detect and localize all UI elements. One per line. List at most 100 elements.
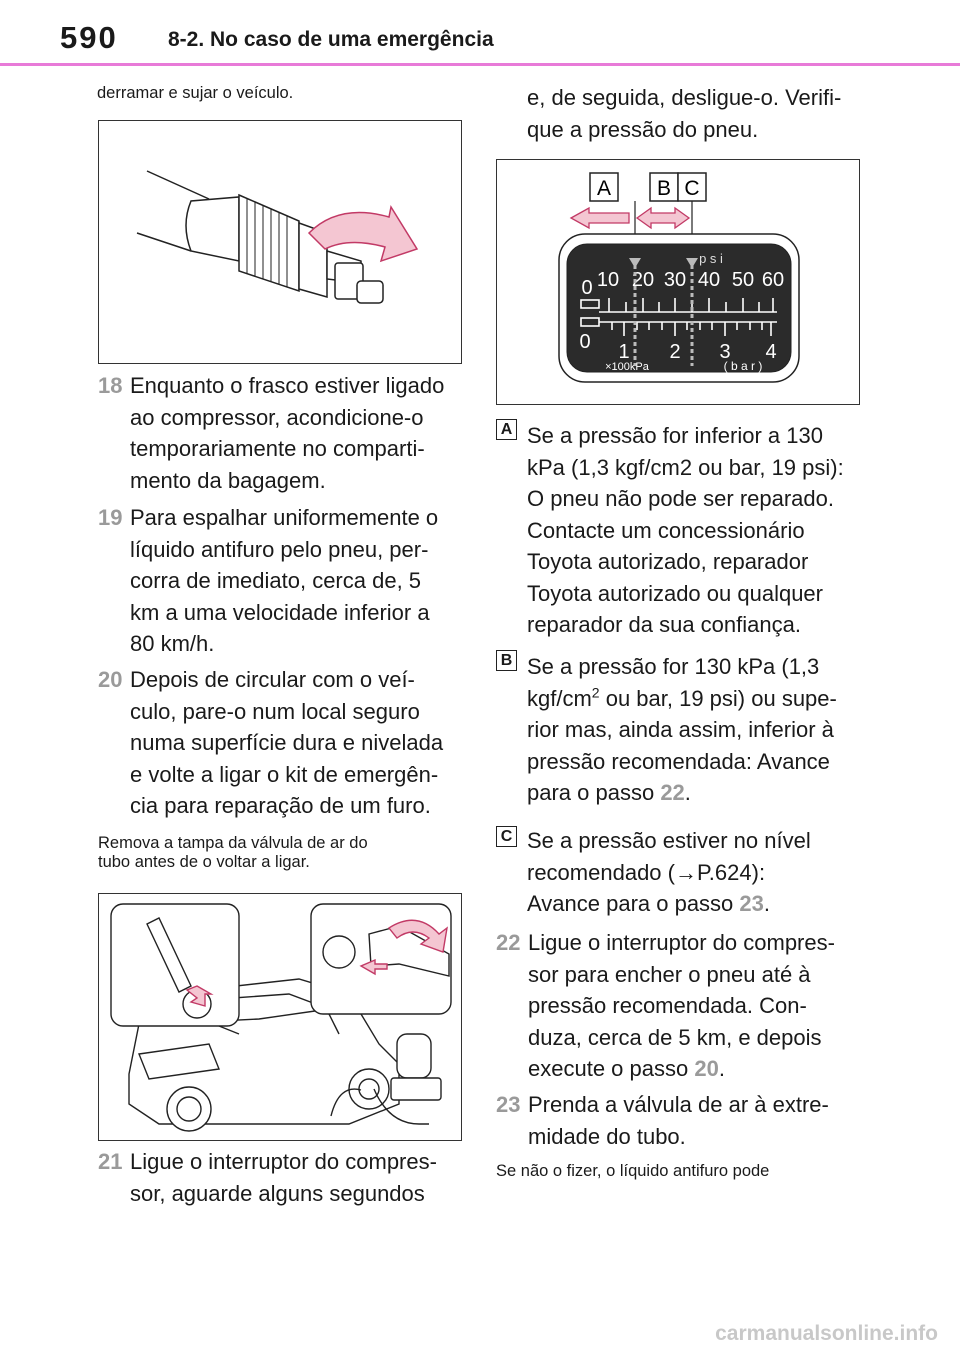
psi-tick: 10 (597, 269, 619, 291)
text-line: líquido antifuro pelo pneu, per- (130, 536, 429, 562)
text-line: Depois de circular com o veí- (130, 667, 415, 692)
gauge-label-b: B (657, 177, 671, 200)
text-line: kPa (1,3 kgf/cm2 ou bar, 19 psi): (527, 454, 844, 480)
item-c-text: Se a pressão estiver no nível recomendad… (527, 825, 887, 920)
rotation-arrow-icon (307, 204, 419, 263)
step-23: 23 Prenda a válvula de ar à extre- midad… (496, 1089, 876, 1155)
text-line: Toyota autorizado, reparador (527, 549, 809, 574)
turn-arrow-icon (387, 919, 448, 953)
hose-connector-illustration (136, 170, 419, 304)
text-line: midade do tubo. (528, 1123, 686, 1149)
step-18: 18 Enquanto o frasco estiver ligado ao c… (98, 370, 468, 498)
item-a-text: Se a pressão for inferior a 130 kPa (1,3… (527, 420, 887, 641)
text-line: ao compressor, acondicione-o (130, 404, 424, 430)
text-line: reparador da sua confiança. (527, 612, 801, 637)
text-line: sor para encher o pneu até à (528, 961, 811, 987)
label-b-badge: B (496, 650, 517, 671)
range-arrow-b-icon (635, 206, 691, 230)
text-line: Para espalhar uniformemente o (130, 505, 439, 530)
text-line: que a pressão do pneu. (527, 116, 759, 142)
text-line: duza, cerca de 5 km, e depois (528, 1024, 822, 1050)
note-remove-cap: Remova a tampa da válvula de ar do tubo … (98, 834, 468, 872)
text-line: temporariamente no comparti- (130, 436, 425, 461)
label-a-badge: A (496, 419, 517, 440)
text-line: pressão recomendada. Con- (528, 993, 807, 1018)
step-22: 22 Ligue o interruptor do compres- sor p… (496, 927, 876, 1087)
final-note: Se não o fizer, o líquido antifuro pode (496, 1162, 770, 1180)
label-c-badge: C (496, 826, 517, 847)
section-title: 8-2. No caso de uma emergência (168, 28, 494, 51)
step-reference-link[interactable]: 20 (694, 1056, 719, 1081)
step-reference-link[interactable]: 22 (660, 780, 685, 805)
step-reference-link[interactable]: 23 (739, 891, 764, 916)
step-number: 21 (98, 1149, 123, 1174)
range-arrow-a-icon (569, 206, 630, 230)
text-line: km a uma velocidade inferior a (130, 599, 430, 625)
insert-arrow-icon (185, 985, 214, 1007)
step-19: 19 Para espalhar uniformemente o líquido… (98, 502, 468, 660)
text-line: tubo antes de o voltar a ligar. (98, 853, 310, 871)
text-line: Se a pressão for inferior a 130 (527, 423, 823, 448)
text-line: mento da bagagem. (130, 467, 326, 493)
header-rule (0, 63, 960, 66)
psi-tick: 30 (664, 269, 686, 291)
text-line: O pneu não pode ser reparado. (527, 486, 835, 511)
step-number: 22 (496, 930, 521, 955)
text-line: sor, aguarde alguns segundos (130, 1180, 425, 1206)
text-line: e, de seguida, desligue-o. Verifi- (527, 85, 842, 110)
step-20: 20 Depois de circular com o veí- culo, p… (98, 664, 468, 822)
pressure-gauge-illustration: A B C p s i 0 10 20 30 40 50 60 0 1 2 3 … (558, 172, 800, 383)
psi-tick: 60 (762, 269, 784, 291)
text-line: pressão recomendada: Avance (527, 748, 830, 774)
text-line: Se a pressão estiver no nível (527, 828, 811, 853)
page-number: 590 (60, 20, 118, 55)
kpa-unit: ×100kPa (605, 361, 650, 373)
text-line: Contacte um concessionário (527, 517, 805, 543)
text-line: para o passo 22. (527, 780, 691, 805)
bar-tick: 3 (719, 341, 730, 363)
text-line: culo, pare-o num local seguro (130, 698, 420, 724)
figure-hose-connector (98, 120, 462, 364)
text-line: Prenda a válvula de ar à extre- (528, 1092, 829, 1117)
text-line: cia para reparação de um furo. (130, 793, 431, 818)
text-line: execute o passo 20. (528, 1056, 725, 1081)
text-line: Avance para o passo 23. (527, 891, 771, 916)
figure-pressure-gauge: A B C p s i 0 10 20 30 40 50 60 0 1 2 3 … (496, 159, 860, 405)
bar-tick: 1 (618, 341, 629, 363)
page-reference-link[interactable]: recomendado (→P.624): (527, 859, 766, 885)
psi-unit: p s i (699, 251, 723, 266)
text-line: Ligue o interruptor do compres- (528, 930, 835, 955)
watermark: carmanualsonline.info (715, 1322, 938, 1345)
text-line: e volte a ligar o kit de emergên- (130, 761, 439, 787)
psi-tick: 50 (732, 269, 754, 291)
psi-tick: 0 (581, 277, 592, 299)
text-line: kgf/cm2 ou bar, 19 psi) ou supe- (527, 684, 837, 711)
step-number: 20 (98, 667, 123, 692)
bar-unit: ( b a r ) (724, 359, 763, 373)
bar-tick: 0 (579, 331, 590, 353)
psi-tick: 40 (698, 269, 720, 291)
push-arrow-icon (359, 958, 388, 976)
text-line: rior mas, ainda assim, inferior à (527, 717, 834, 742)
psi-tick: 20 (632, 269, 654, 291)
continuation-text: e, de seguida, desligue-o. Verifi- que a… (527, 82, 887, 145)
text-line: Toyota autorizado ou qualquer (527, 580, 823, 606)
bar-tick: 2 (669, 341, 680, 363)
step-21: 21 Ligue o interruptor do compres- sor, … (98, 1146, 468, 1212)
step-number: 18 (98, 373, 123, 398)
step-number: 23 (496, 1092, 521, 1117)
text-line: numa superfície dura e nivelada (130, 730, 444, 755)
text-line: corra de imediato, cerca de, 5 (130, 568, 422, 593)
bar-tick: 4 (765, 341, 776, 363)
figure-car-compressor (98, 893, 462, 1141)
car-compressor-illustration (110, 903, 452, 1132)
gauge-label-a: A (597, 177, 611, 200)
text-line: Ligue o interruptor do compres- (130, 1149, 437, 1174)
item-b-text: Se a pressão for 130 kPa (1,3 kgf/cm2 ou… (527, 651, 887, 809)
text-line: Enquanto o frasco estiver ligado (130, 373, 445, 398)
gauge-label-c: C (684, 177, 699, 200)
intro-text: derramar e sujar o veículo. (97, 84, 294, 102)
step-number: 19 (98, 505, 123, 530)
text-line: Se a pressão for 130 kPa (1,3 (527, 654, 820, 679)
text-line: 80 km/h. (130, 631, 215, 656)
